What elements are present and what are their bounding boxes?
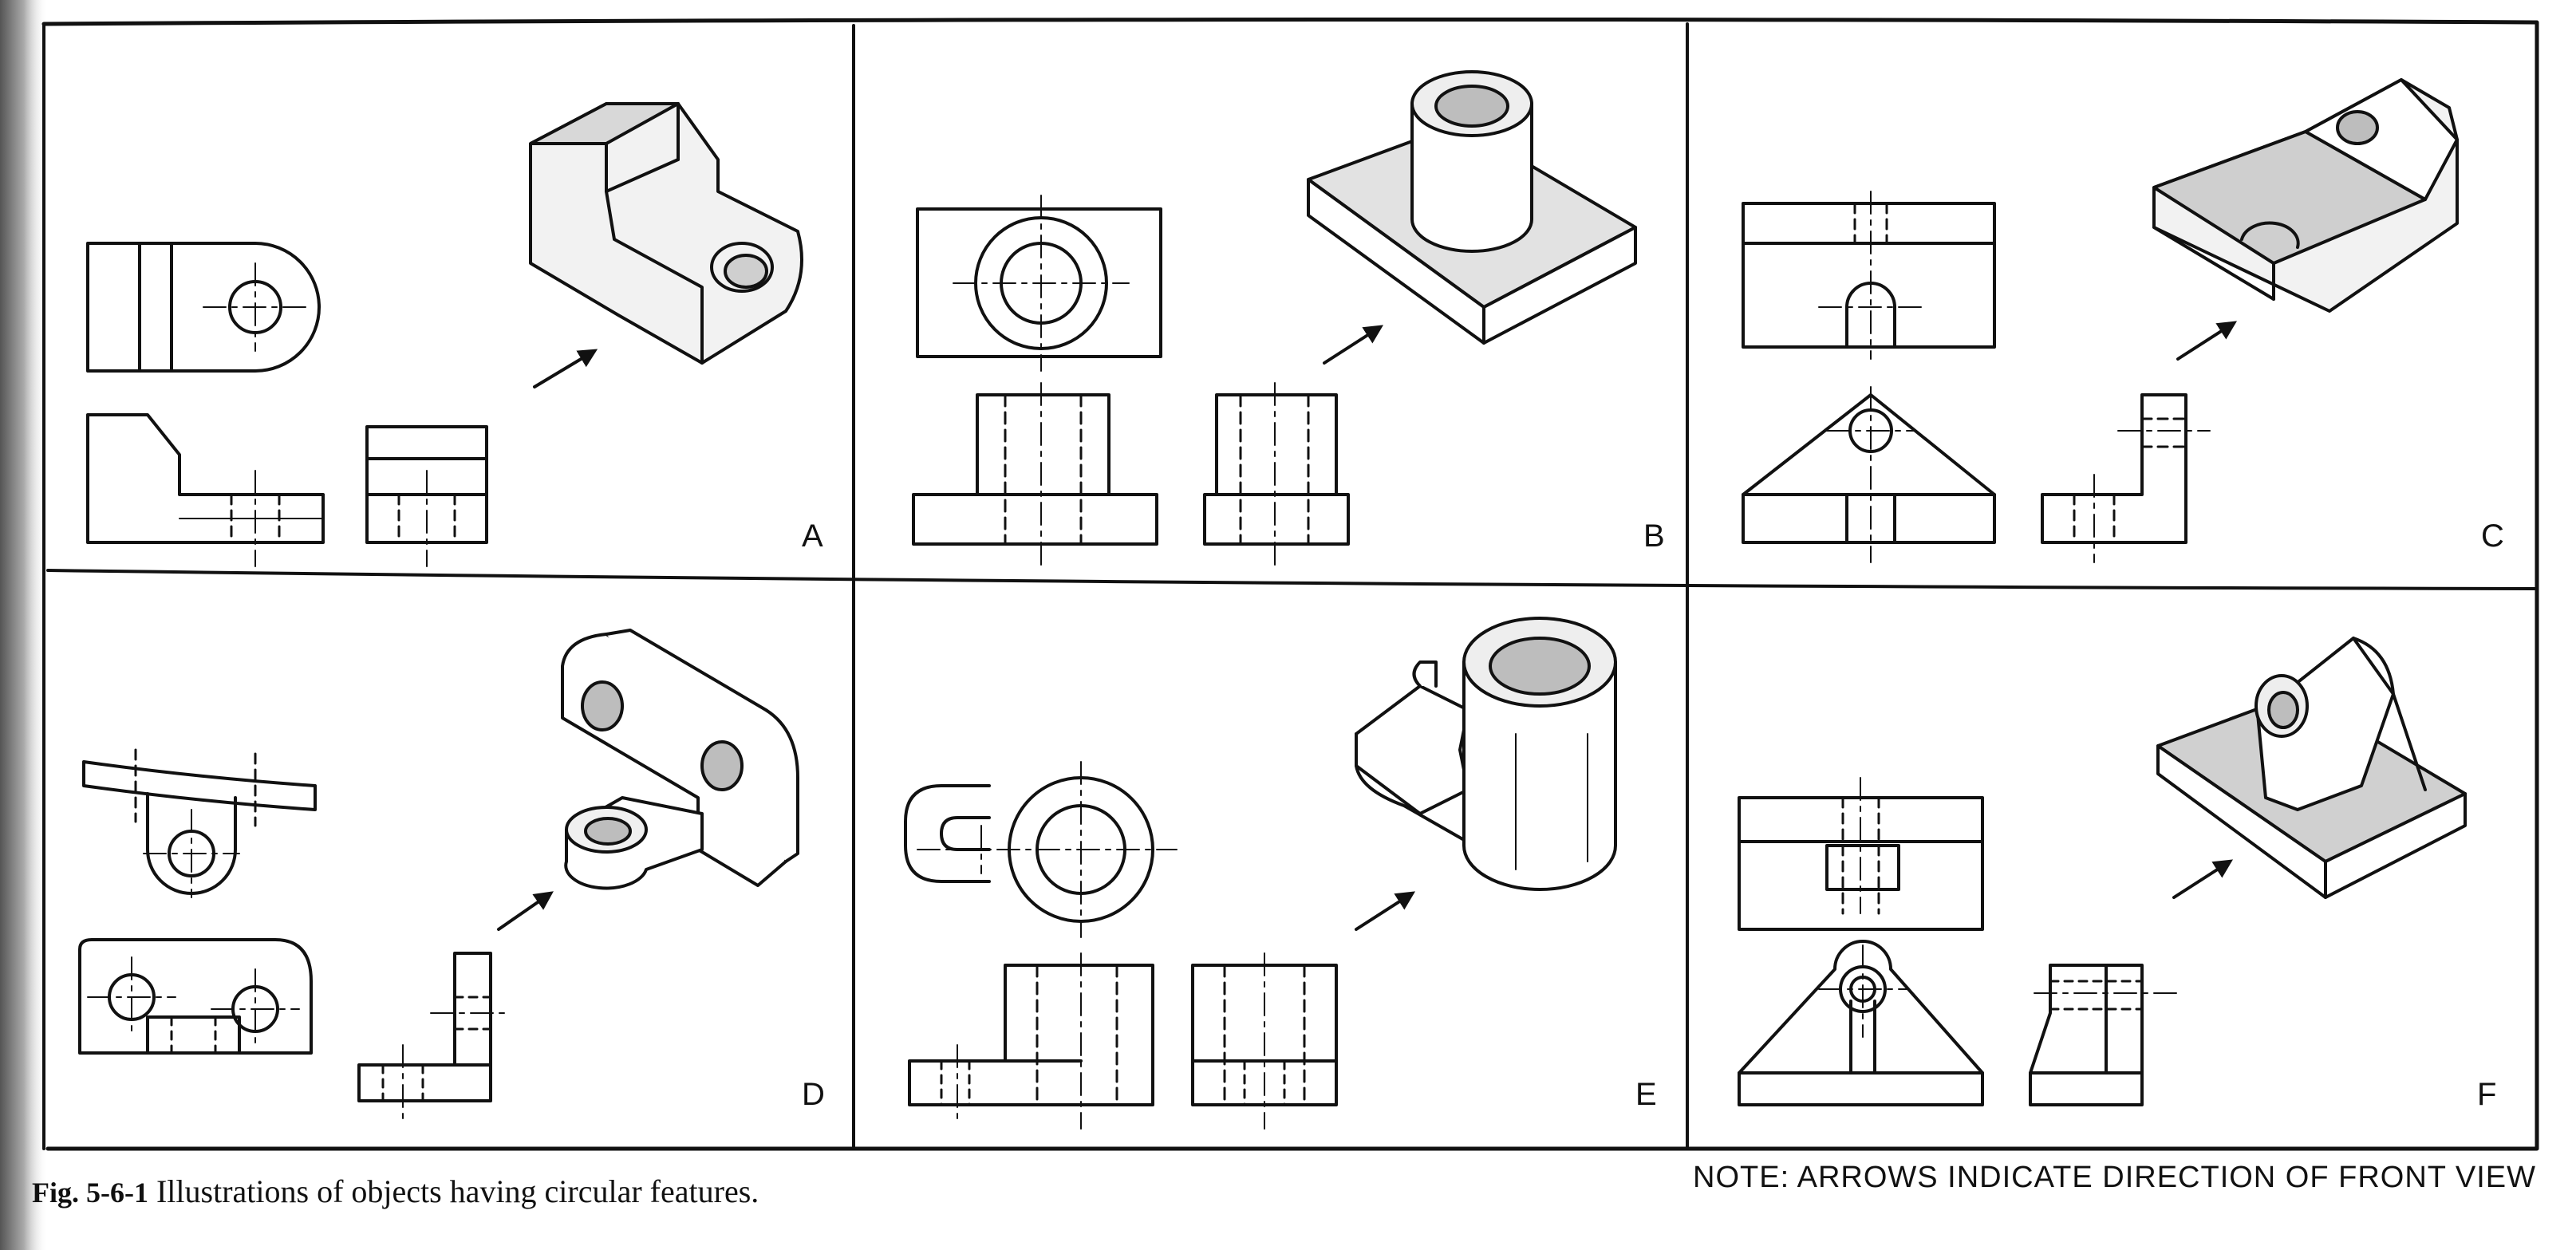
panel-label-c: C [2481, 519, 2504, 554]
figure-caption: Fig. 5-6-1 Illustrations of objects havi… [32, 1173, 759, 1210]
panel-label-d: D [802, 1077, 825, 1112]
arrow-icon [1355, 891, 1416, 931]
panel-e-drawing [904, 617, 1617, 1130]
figure-number: Fig. 5-6-1 [32, 1177, 148, 1209]
panel-a-drawing [86, 102, 803, 567]
figure-frame [41, 17, 2539, 1151]
arrow-icon [497, 891, 554, 931]
panel-label-e: E [1635, 1077, 1657, 1112]
arrow-icon [533, 349, 598, 388]
panel-label-f: F [2477, 1077, 2497, 1112]
panel-label-b: B [1643, 519, 1665, 554]
front-view-note: NOTE: ARROWS INDICATE DIRECTION OF FRONT… [1693, 1161, 2536, 1194]
panel-c-drawing [1742, 78, 2459, 563]
panel-d-drawing [78, 629, 799, 1122]
scan-shadow-edge [0, 0, 48, 1250]
panel-b-drawing [912, 70, 1637, 567]
arrow-icon [2172, 859, 2234, 899]
arrow-icon [1323, 325, 1384, 365]
panel-label-a: A [802, 519, 823, 554]
arrow-icon [2176, 321, 2238, 361]
figure-caption-text: Illustrations of objects having circular… [156, 1173, 759, 1209]
panel-f-drawing [1738, 637, 2467, 1106]
